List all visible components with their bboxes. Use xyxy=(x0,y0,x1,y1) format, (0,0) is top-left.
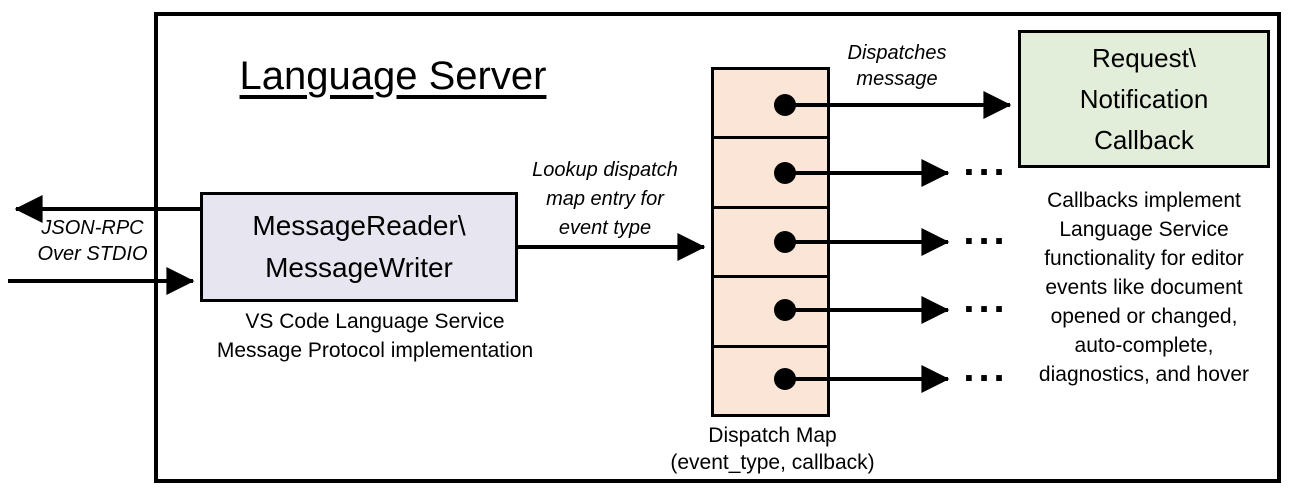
callback-note-line7: diagnostics, and hover xyxy=(1038,363,1250,386)
dispatch-map-cell xyxy=(714,70,827,140)
dispatch-map-caption-line2: (event_type, callback) xyxy=(670,451,875,474)
message-reader-line: MessageReader\ xyxy=(252,210,466,241)
json-rpc-label-line2: Over STDIO xyxy=(37,243,148,265)
callback-box-line3: Callback xyxy=(1094,124,1194,155)
reader-writer-caption-line1: VS Code Language Service xyxy=(245,310,505,333)
dispatch-map-caption-line1: Dispatch Map xyxy=(708,424,837,447)
json-rpc-stdio-label: JSON-RPC Over STDIO xyxy=(20,215,165,267)
reader-writer-caption-line2: Message Protocol implementation xyxy=(216,339,534,362)
callback-box-line2: Notification xyxy=(1079,83,1209,114)
callback-note-line2: Language Service xyxy=(1059,218,1229,241)
callback-note: Callbacks implement Language Service fun… xyxy=(1015,186,1273,389)
more-callbacks-ellipsis: ... xyxy=(963,277,1009,321)
callback-note-line1: Callbacks implement xyxy=(1047,189,1241,212)
lookup-label-line1: Lookup dispatch xyxy=(532,159,678,181)
dispatch-map-caption: Dispatch Map (event_type, callback) xyxy=(655,422,890,476)
more-callbacks-ellipsis: ... xyxy=(963,140,1009,184)
dispatch-map-cell xyxy=(714,139,827,209)
callback-note-line6: auto-complete, xyxy=(1074,334,1214,357)
more-callbacks-ellipsis: ... xyxy=(963,209,1009,253)
dispatch-map-cell xyxy=(714,278,827,348)
lookup-dispatch-label: Lookup dispatch map entry for event type xyxy=(520,156,690,243)
reader-writer-caption: VS Code Language Service Message Protoco… xyxy=(205,307,545,365)
language-server-boundary-box xyxy=(154,12,1281,483)
message-writer-line: MessageWriter xyxy=(265,252,453,283)
dispatch-map-cell xyxy=(714,209,827,279)
request-notification-callback-box: Request\ Notification Callback xyxy=(1018,30,1270,168)
lookup-label-line3: event type xyxy=(558,217,652,239)
diagram-title: Language Server xyxy=(239,54,547,98)
callback-note-line4: events like document xyxy=(1045,276,1243,299)
message-reader-writer-box: MessageReader\ MessageWriter xyxy=(200,192,518,302)
dispatches-label-line2: message xyxy=(856,68,938,90)
dispatches-message-label: Dispatches message xyxy=(822,40,972,92)
callback-box-line1: Request\ xyxy=(1091,42,1197,73)
lookup-label-line2: map entry for xyxy=(546,188,664,210)
callback-note-line5: opened or changed, xyxy=(1050,305,1238,328)
json-rpc-label-line1: JSON-RPC xyxy=(41,217,144,239)
dispatch-map-table xyxy=(711,67,830,417)
callback-note-line3: functionality for editor xyxy=(1044,247,1244,270)
more-callbacks-ellipsis: ... xyxy=(963,346,1009,390)
dispatches-label-line1: Dispatches xyxy=(847,42,947,64)
